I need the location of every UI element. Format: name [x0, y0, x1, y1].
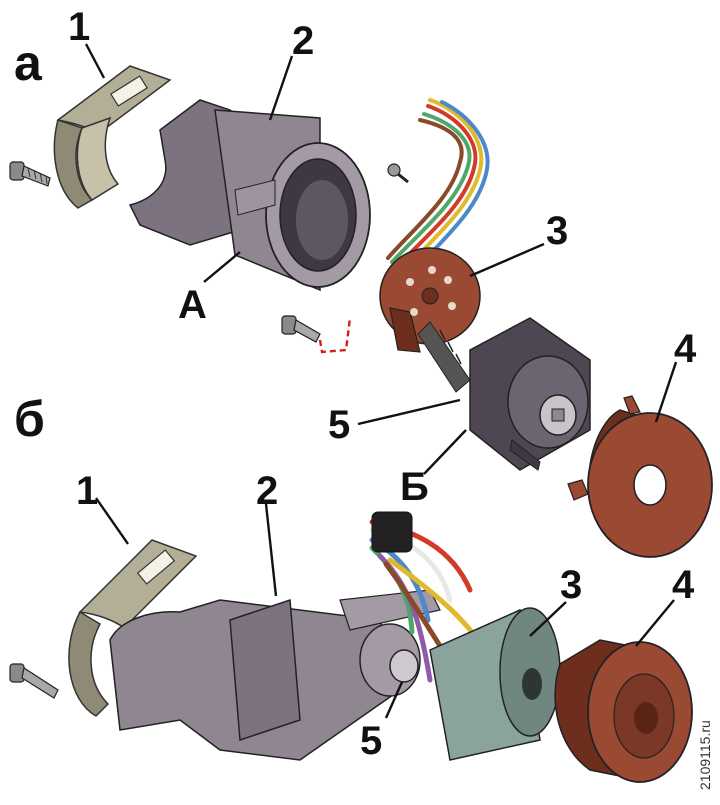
steering-lock-housing — [128, 99, 371, 292]
callout-a-3: 3 — [546, 209, 568, 253]
switch-lock-body — [417, 317, 591, 471]
contact-part — [379, 247, 481, 353]
mounting-bracket-assembled — [68, 539, 198, 717]
section-b-assembled-view — [9, 511, 693, 783]
leader-b-2 — [264, 503, 278, 597]
leader-a-B — [423, 429, 467, 475]
leader-b-5 — [384, 681, 404, 719]
leader-b-4 — [635, 599, 675, 647]
section-a-label: а — [14, 35, 43, 91]
clamp-screw — [9, 161, 51, 187]
protective-cap — [567, 395, 713, 558]
callout-b-3: 3 — [560, 563, 582, 607]
leader-lines — [84, 43, 678, 719]
small-screw — [387, 163, 409, 184]
watermark: 2109115.ru — [697, 720, 713, 790]
callout-a-5: 5 — [328, 403, 350, 447]
callout-a-4: 4 — [674, 327, 697, 371]
hidden-line — [318, 317, 352, 354]
callout-b-1: 1 — [76, 469, 98, 513]
leader-b-1 — [95, 497, 129, 545]
callout-b-5: 5 — [360, 719, 382, 763]
callout-labels: а б 1 2 3 4 5 А Б 1 2 3 4 5 — [14, 5, 697, 763]
mounting-bracket — [53, 65, 172, 209]
fixing-screw — [281, 315, 321, 343]
steering-lock-housing-assembled — [109, 589, 441, 761]
leader-a-2 — [268, 55, 294, 121]
leader-b-3 — [529, 601, 567, 637]
clamp-screw-assembled — [9, 663, 59, 699]
callout-a-2: 2 — [292, 19, 314, 63]
callout-a-A: А — [178, 283, 207, 327]
leader-a-4 — [654, 361, 678, 423]
leader-a-A — [203, 251, 241, 283]
callout-b-2: 2 — [256, 469, 278, 513]
callout-a-B: Б — [400, 465, 429, 509]
section-b-label: б — [14, 391, 45, 447]
leader-a-5 — [357, 398, 461, 426]
leader-a-1 — [84, 43, 106, 79]
protective-cap-assembled — [554, 639, 693, 783]
leader-a-3 — [469, 242, 545, 278]
contact-part-assembled — [429, 607, 561, 761]
section-a-exploded-view — [9, 65, 713, 558]
callout-b-4: 4 — [672, 563, 695, 607]
callout-a-1: 1 — [68, 5, 90, 49]
